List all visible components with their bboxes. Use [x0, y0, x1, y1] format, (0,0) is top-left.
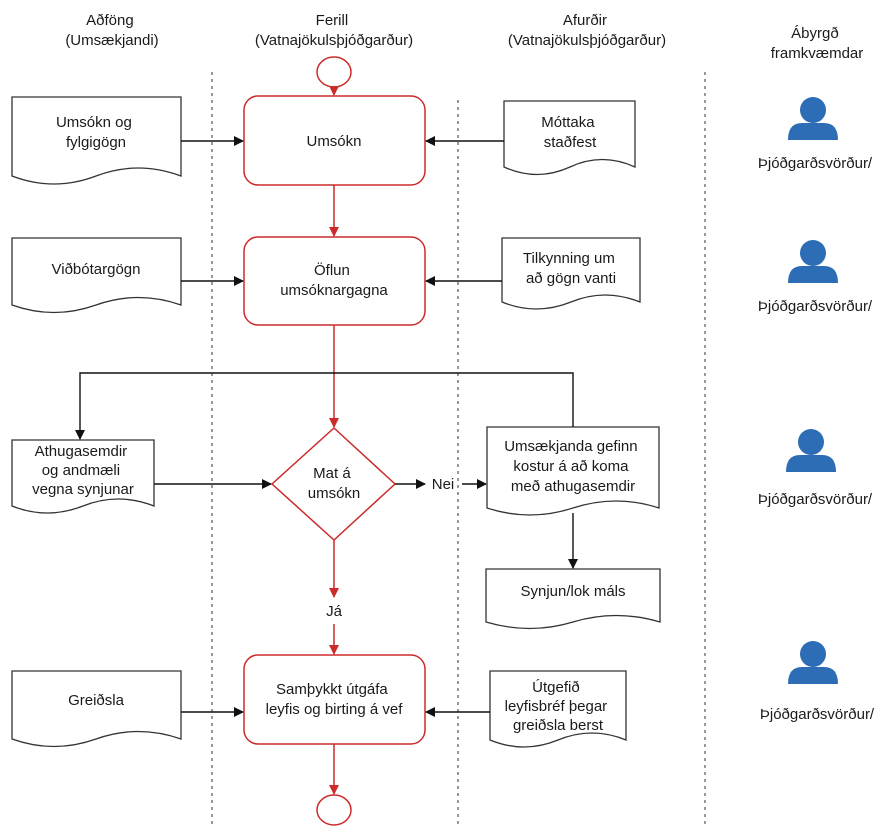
person-icon — [788, 97, 838, 140]
decision-label: Mat á umsókn — [308, 465, 361, 502]
header-outputs: Afurðir (Vatnajökulsþjóðgarður) — [508, 12, 666, 49]
person-icon — [786, 429, 836, 472]
header-responsibility: Ábyrgð framkvæmdar — [771, 25, 864, 62]
input-document-payment — [11, 670, 182, 748]
output-document-missing-notice-label: Tilkynning um að gögn vanti — [523, 250, 619, 287]
process-step-approval — [243, 654, 426, 745]
input-document-objections — [11, 439, 155, 514]
process-step-gather-documents — [243, 236, 426, 326]
output-document-rejection-label: Synjun/lok máls — [520, 583, 625, 600]
header-inputs: Aðföng (Umsækjandi) — [65, 12, 158, 49]
loop-back-arrow — [75, 372, 574, 440]
output-document-receipt-label: Móttaka staðfest — [541, 114, 599, 151]
responsible-label: Þjóðgarðsvörður/ — [758, 298, 873, 315]
output-document-opportunity-label: Umsækjanda gefinn kostur á að koma með a… — [504, 438, 642, 495]
no-label: Nei — [432, 476, 455, 493]
decision-evaluate-application — [270, 426, 397, 542]
input-document-additional — [11, 237, 182, 314]
yes-label: Já — [326, 603, 343, 620]
output-document-rejection — [485, 568, 661, 630]
responsible-label: Þjóðgarðsvörður/ — [758, 491, 873, 508]
output-document-receipt — [503, 100, 636, 176]
responsible-label: Þjóðgarðsvörður/ — [760, 706, 875, 723]
start-terminator — [316, 56, 352, 88]
output-document-missing-notice — [501, 237, 641, 310]
end-terminator — [316, 794, 352, 826]
output-document-permit-issued — [489, 670, 627, 748]
output-document-opportunity-to-comment — [486, 426, 660, 516]
input-document-additional-label: Viðbótargögn — [52, 261, 141, 278]
header-process: Ferill (Vatnajökulsþjóðgarður) — [255, 12, 413, 49]
person-icon — [788, 641, 838, 684]
input-document-payment-label: Greiðsla — [68, 692, 125, 709]
input-document-application — [11, 96, 182, 185]
responsible-label: Þjóðgarðsvörður/ — [758, 155, 873, 172]
process-step-approval-label: Samþykkt útgáfa leyfis og birting á vef — [266, 681, 404, 718]
process-step-gather-documents-label: Öflun umsóknargagna — [280, 261, 388, 299]
input-document-application-label: Umsókn og fylgigögn — [56, 114, 136, 151]
person-icon — [788, 240, 838, 283]
output-document-permit-label: Útgefið leyfisbréf þegar greiðsla berst — [505, 679, 612, 734]
input-document-objections-label: Athugasemdir og andmæli vegna synjunar — [32, 443, 134, 498]
process-step-application-label: Umsókn — [306, 133, 361, 150]
